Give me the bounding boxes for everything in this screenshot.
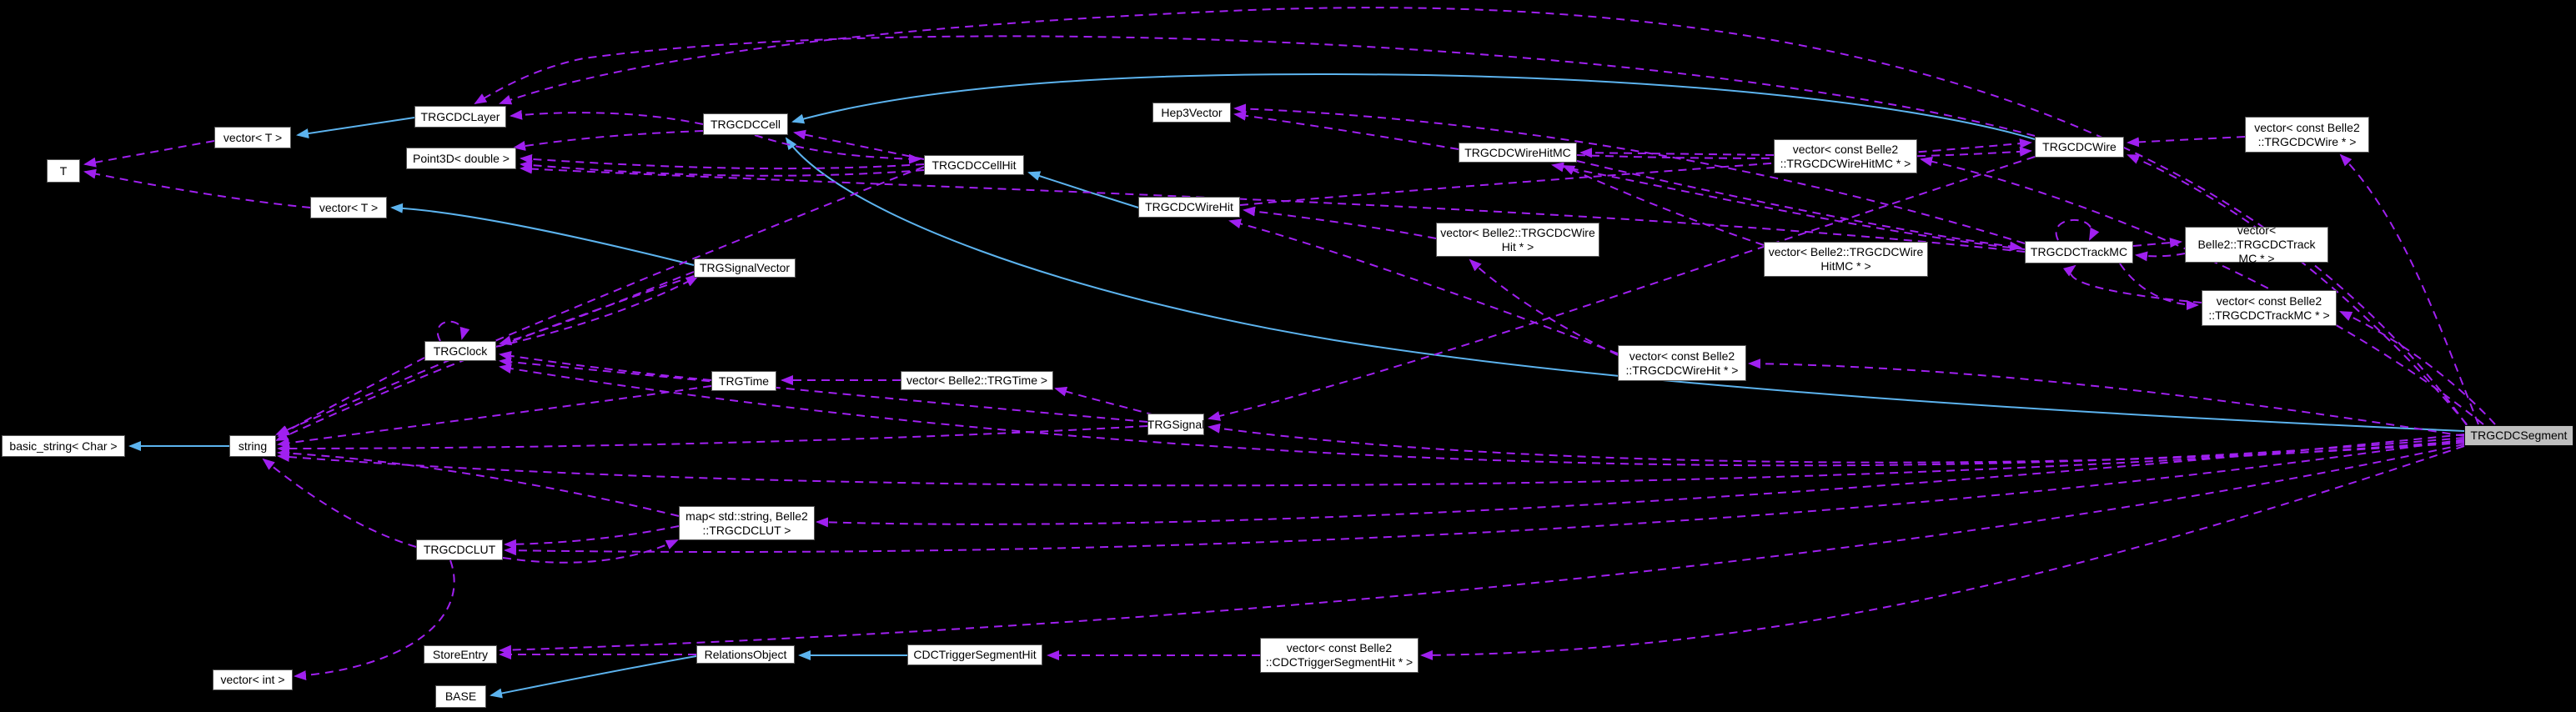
- class-node-trgclock[interactable]: TRGClock: [424, 341, 496, 361]
- edge-trgcdcsegment-to-vec-const-cdctsh-usage: [1420, 445, 2465, 660]
- class-node-cdctriggersegmenthit[interactable]: CDCTriggerSegmentHit: [907, 644, 1042, 665]
- edge-trgcdccell-to-point3d-double-usage: [513, 130, 704, 151]
- edge-trgcdcsegment-to-trgclock-usage: [499, 364, 2465, 467]
- edge-trgcdcsegment-to-storeentry-usage: [499, 444, 2465, 655]
- edge-trgcdctrackmc-to-vec-trackmc-ptr-usage: [2132, 238, 2182, 248]
- edge-trgcdcsegment-to-trgcdcwire-usage: [2127, 154, 2468, 425]
- edge-trgcdcwirehit-to-trgcdcwire-usage: [1239, 138, 2032, 206]
- class-node-trgcdctrackmc[interactable]: TRGCDCTrackMC: [2025, 241, 2133, 263]
- edge-trgclock-to-trgclock-usage: [437, 320, 470, 342]
- class-node-string[interactable]: string: [229, 435, 276, 457]
- class-node-vec-const-wirehitmc[interactable]: vector< const Belle2 ::TRGCDCWireHitMC *…: [1774, 139, 1917, 173]
- edge-trgcdctrackmc-to-point3d-double-usage: [520, 163, 2026, 253]
- class-node-vec-wirehitmc-ptr[interactable]: vector< Belle2::TRGCDCWire HitMC * >: [1764, 242, 1928, 277]
- edge-vec-const-wirehit-to-vec-wirehit-ptr-usage: [1469, 258, 1619, 356]
- edge-trgcdccell-to-trgcdclayer-usage: [510, 109, 704, 125]
- edge-vector-t-1-to-t-usage: [83, 140, 215, 168]
- class-node-trgcdcwire[interactable]: TRGCDCWire: [2035, 137, 2124, 158]
- edge-trgcdcsegment-to-vec-const-trackmc-usage: [2339, 311, 2496, 425]
- edge-trgcdcsegment-to-trgsignal-usage: [1208, 423, 2465, 464]
- edge-trgcdccellhit-to-point3d-double-usage: [520, 160, 925, 177]
- class-node-trgcdclayer[interactable]: TRGCDCLayer: [414, 106, 506, 128]
- class-node-vec-const-cdctsh[interactable]: vector< const Belle2 ::CDCTriggerSegment…: [1260, 638, 1419, 673]
- edge-trgsignalvector-to-vector-t-2-inheritance: [390, 203, 695, 266]
- edge-vec-const-wirehit-to-trgcdcwirehit-usage: [1228, 218, 1619, 354]
- class-node-vector-t-2[interactable]: vector< T >: [310, 197, 387, 218]
- class-node-vec-const-wire[interactable]: vector< const Belle2 ::TRGCDCWire * >: [2245, 117, 2369, 153]
- edge-trgcdclayer-to-vector-t-1-inheritance: [296, 117, 415, 139]
- edge-trgcdclut-to-map-string-lut-usage: [502, 539, 679, 564]
- edge-trgcdcwirehitmc-to-hep3vector-usage: [1233, 110, 1459, 150]
- edge-trgcdcsegment-to-map-string-lut-usage: [816, 434, 2465, 528]
- edge-trgcdcsegment-to-string-usage: [277, 440, 2465, 487]
- class-node-trgcdcsegment[interactable]: TRGCDCSegment: [2464, 425, 2573, 446]
- class-node-trgsignal[interactable]: TRGSignal: [1147, 414, 1204, 435]
- class-node-t[interactable]: T: [47, 159, 80, 183]
- edge-trgcdccell-to-trgcdccellhit-usage: [754, 134, 921, 164]
- edge-trgtime-to-trgclock-usage: [499, 350, 712, 381]
- class-node-base[interactable]: BASE: [435, 685, 486, 708]
- edge-trgcdcwirehit-to-trgcdccellhit-inheritance: [1027, 171, 1139, 208]
- class-node-trgcdcwirehit[interactable]: TRGCDCWireHit: [1138, 197, 1240, 218]
- class-node-trgtime[interactable]: TRGTime: [711, 371, 776, 391]
- class-node-storeentry[interactable]: StoreEntry: [424, 645, 497, 664]
- edge-trgcdclut-to-vector-int-usage: [294, 559, 455, 681]
- edge-trgclock-to-trgsignalvector-usage: [495, 276, 699, 348]
- edge-trgsignal-to-trgclock-usage: [499, 357, 1148, 423]
- edge-trgcdctrackmc-to-trgcdcwirehitmc-usage: [1551, 162, 2026, 250]
- edge-vec-wirehitmc-ptr-to-trgcdcwirehitmc-usage: [1562, 165, 1765, 246]
- class-node-trgsignalvector[interactable]: TRGSignalVector: [694, 258, 796, 278]
- edge-trgcdcwire-to-trgcdccell-inheritance: [791, 73, 2036, 140]
- edge-vec-wirehit-ptr-to-trgcdcwirehit-usage: [1243, 206, 1437, 239]
- edge-map-string-lut-to-trgcdclut-usage: [504, 525, 680, 549]
- edge-trgsignal-to-vec-trgtime-usage: [1054, 386, 1156, 416]
- edge-trgcdcsegment-to-vec-const-wire-usage: [2339, 153, 2479, 425]
- class-node-trgcdcwirehitmc[interactable]: TRGCDCWireHitMC: [1459, 143, 1577, 163]
- class-node-trgcdclut[interactable]: TRGCDCLUT: [416, 539, 503, 560]
- class-node-vec-const-trackmc[interactable]: vector< const Belle2 ::TRGCDCTrackMC * >: [2202, 290, 2337, 326]
- class-node-vector-int[interactable]: vector< int >: [213, 669, 293, 690]
- edge-trgcdcwire-to-trgcdclayer-usage: [474, 35, 2036, 137]
- edge-vector-t-2-to-t-usage: [83, 168, 311, 208]
- class-node-vec-trackmc-ptr[interactable]: vector< Belle2::TRGCDCTrack MC * >: [2185, 223, 2328, 265]
- edge-relationsobject-to-base-inheritance: [490, 655, 697, 699]
- class-node-map-string-lut[interactable]: map< std::string, Belle2 ::TRGCDCLUT >: [679, 506, 815, 540]
- edge-trgcdcsegment-to-trgcdclayer-usage: [499, 7, 2468, 426]
- class-node-basic-string-char[interactable]: basic_string< Char >: [2, 435, 125, 457]
- edge-trgcdclut-to-string-usage: [262, 458, 417, 548]
- class-node-vec-trgtime[interactable]: vector< Belle2::TRGTime >: [901, 371, 1053, 390]
- edge-map-string-lut-to-string-usage: [277, 448, 680, 517]
- class-node-trgcdccellhit[interactable]: TRGCDCCellHit: [924, 155, 1024, 175]
- edge-vec-const-wire-to-trgcdcwire-usage: [2127, 136, 2246, 148]
- class-node-vec-wirehit-ptr[interactable]: vector< Belle2::TRGCDCWire Hit * >: [1436, 223, 1599, 257]
- edge-vec-const-trackmc-to-trgcdctrackmc-usage: [2062, 264, 2202, 303]
- edge-trgcdctrackmc-to-vec-const-trackmc-usage: [2119, 263, 2199, 310]
- edge-trgtime-to-string-usage: [277, 385, 712, 449]
- edge-trgcdccellhit-to-string-usage: [275, 166, 925, 435]
- class-node-vector-t-1[interactable]: vector< T >: [214, 127, 291, 148]
- edge-trgcdccellhit-to-point3d-double-usage: [520, 153, 925, 170]
- class-node-vec-const-wirehit[interactable]: vector< const Belle2 ::TRGCDCWireHit * >: [1618, 345, 1746, 381]
- class-node-trgcdccell[interactable]: TRGCDCCell: [703, 113, 788, 135]
- edge-trgsignal-to-string-usage: [277, 425, 1148, 454]
- class-node-relationsobject[interactable]: RelationsObject: [696, 645, 795, 664]
- edge-trgsignalvector-to-trgclock-usage: [499, 271, 695, 346]
- edge-trgcdccellhit-to-trgcdccell-usage: [793, 129, 925, 160]
- edge-trgcdctrackmc-to-hep3vector-usage: [1233, 103, 2026, 244]
- edge-trgcdcwire-to-trgsignal-usage: [1208, 156, 2036, 421]
- edge-trgcdcsegment-to-vec-const-wirehit-usage: [1748, 359, 2465, 437]
- edge-trgcdcwirehitmc-to-trgcdctrackmc-usage: [1576, 160, 2022, 252]
- class-node-hep3vector[interactable]: Hep3Vector: [1152, 103, 1231, 123]
- edge-vec-trackmc-ptr-to-trgcdctrackmc-usage: [2135, 251, 2186, 262]
- class-node-point3d-double[interactable]: Point3D< double >: [406, 148, 516, 169]
- edge-trgcdctrackmc-to-trgcdctrackmc-usage: [2055, 218, 2100, 241]
- edge-vec-const-wirehitmc-to-trgcdcwirehitmc-usage: [1579, 148, 1775, 158]
- edge-trgcdcsegment-to-trgcdclut-usage: [504, 439, 2465, 556]
